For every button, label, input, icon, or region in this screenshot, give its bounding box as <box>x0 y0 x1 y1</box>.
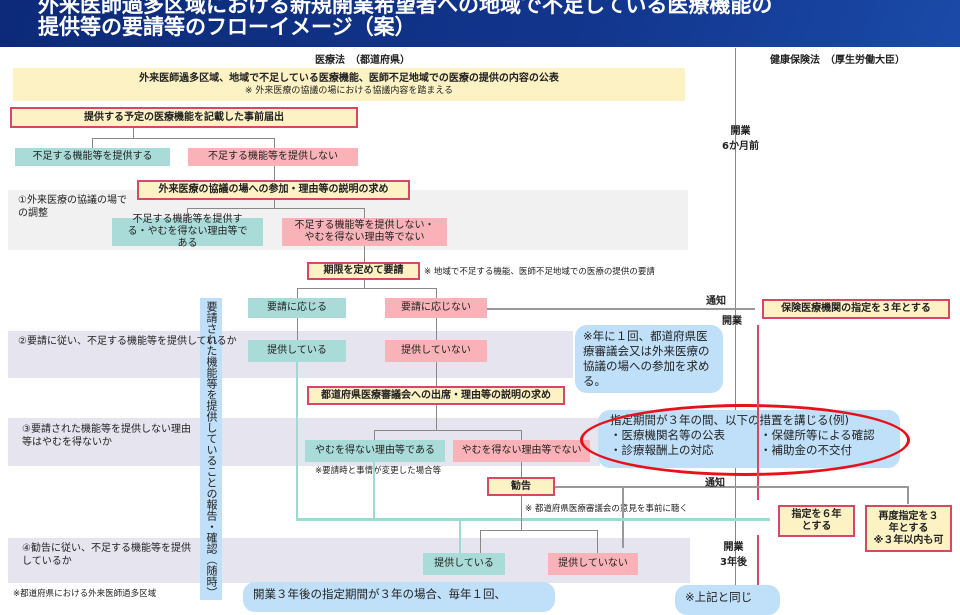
step4-label: ④勧告に従い、不足する機能等を提供しているか <box>22 543 191 567</box>
reject-box: 要請に応じない <box>385 298 487 318</box>
prior-notice-box: 提供する予定の医療機能を記載した事前届出 <box>10 107 358 128</box>
up-arrow <box>757 325 759 500</box>
consult-request-box: 外来医療の協議の場への参加・理由等の説明の求め <box>137 180 410 200</box>
notice-arrow <box>487 308 755 310</box>
providing4-box: 提供している <box>423 553 505 575</box>
provide-box: 不足する機能等を提供する <box>15 148 170 166</box>
re-three-year-box: 再度指定を３年とする※３年以内も可 <box>865 505 952 552</box>
notice-label: 通知 <box>706 296 726 307</box>
not-provide-box: 不足する機能等を提供しない <box>188 148 358 166</box>
notice-label-2: 通知 <box>705 478 725 489</box>
unavoidable-note: ※要請時と事情が変更した場合等 <box>315 466 442 476</box>
deadline-note: ※ 地域で不足する機能、医師不足地域での医療の提供の要請 <box>424 267 655 277</box>
three-year-designation-box: 保険医療機関の指定を３年とする <box>762 299 950 319</box>
step2-label: ②要請に従い、不足する機能等を提供しているか <box>18 336 237 347</box>
column-left-heading: 医療法 （都道府県） <box>315 55 410 66</box>
publish-box: 外来医師過多区域、地域で不足している医療機能、医師不足地域での医療の提供の内容の… <box>13 68 685 101</box>
not-providing4-box: 提供していない <box>548 553 638 575</box>
footnote: ※都道府県における外来医師過多区域 <box>13 589 157 599</box>
accept-box: 要請に応じる <box>248 298 346 318</box>
timeline-divider <box>735 48 736 600</box>
column-right-heading: 健康保険法 （厚生労働大臣） <box>770 55 905 66</box>
bottom-right-bubble: ※上記と同じ <box>675 585 780 615</box>
step1-label: ①外来医療の協議の場での調整 <box>18 195 127 219</box>
providing-box: 提供している <box>248 340 346 362</box>
not-providing-box: 提供していない <box>385 340 487 362</box>
unavoidable-box: やむを得ない理由等である <box>305 440 445 462</box>
deadline-request-box: 期限を定めて要請 <box>307 262 420 280</box>
step1-yes-box: 不足する機能等を提供する・やむを得ない理由等である <box>112 214 263 249</box>
yearly-bubble: ※年に１回、都道府県医療審議会又は外来医療の協議の場への参加を求める。 <box>575 325 723 393</box>
step1-no-box: 不足する機能等を提供しない・やむを得ない理由等でない <box>282 218 447 246</box>
recommend-note: ※ 都道府県医療審議会の意見を事前に聴く <box>525 504 688 514</box>
not-unavoidable-box: やむを得ない理由等でない <box>453 440 590 462</box>
bottom-bubble: 開業３年後の指定期間が３年の場合、毎年１回、 <box>243 582 555 612</box>
step3-label: ③要請された機能等を提供しない理由等はやむを得ないか <box>22 424 191 448</box>
six-year-designation-box: 指定を６年とする <box>778 505 855 537</box>
open-label: 開業 <box>722 316 742 327</box>
report-confirm-bar: 要請された機能等を提供していることの報告・確認（随時） <box>200 298 222 600</box>
council-request-box: 都道府県医療審議会への出席・理由等の説明の求め <box>307 386 565 405</box>
recommend-box: 勧告 <box>487 477 555 496</box>
page-title: 外来医師過多区域における新規開業希望者への地域で不足している医療機能の提供等の要… <box>0 0 960 47</box>
highlight-ellipse <box>580 404 910 476</box>
